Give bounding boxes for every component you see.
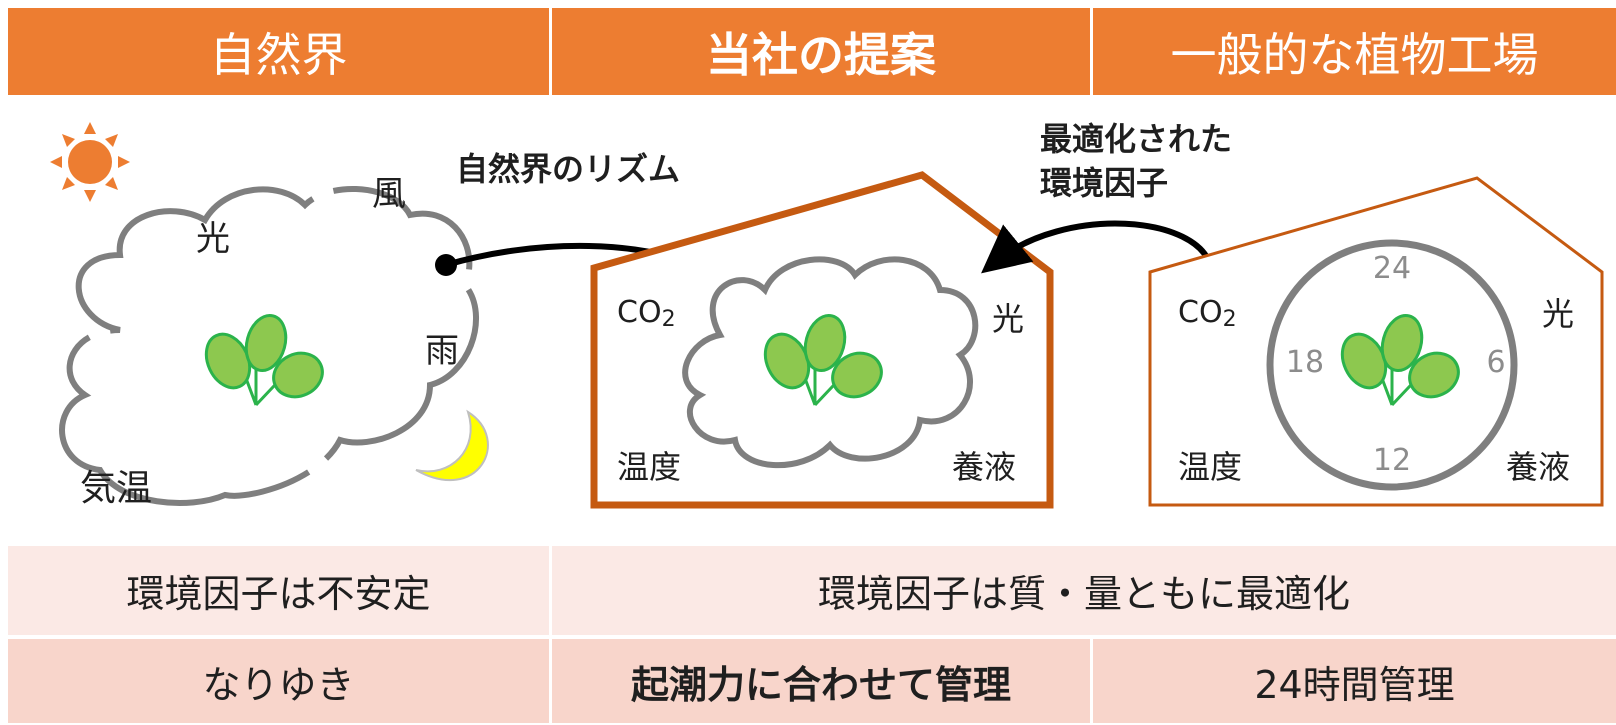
proposal-label-co2: CO2: [617, 295, 676, 332]
nature-rhythm-label: 自然界のリズム: [456, 150, 680, 188]
optimized-factors-arrow: [981, 220, 1214, 274]
factory-label-co2: CO2: [1178, 295, 1237, 332]
proposal-label-temperature: 温度: [617, 448, 681, 486]
sun-icon: [50, 122, 130, 202]
factory-label-light: 光: [1542, 295, 1574, 333]
header-proposal: 当社の提案: [552, 8, 1090, 95]
clock-label-18: 18: [1286, 345, 1324, 380]
nature-label-rain: 雨: [425, 331, 459, 371]
nature-label-temperature: 気温: [80, 468, 152, 509]
clock-label-12: 12: [1373, 443, 1411, 478]
factory-label-temperature: 温度: [1178, 448, 1242, 486]
diagram: 光 風 雨 気温 自然界のリズム CO2 光 温度 養液 最適化された 環境因子…: [50, 120, 1604, 509]
nature-label-wind: 風: [372, 174, 406, 214]
row1-nature: 環境因子は不安定: [8, 546, 549, 635]
proposal-label-light: 光: [992, 300, 1024, 338]
proposal-label-nutrient: 養液: [952, 448, 1016, 486]
header-nature: 自然界: [8, 8, 549, 95]
nature-label-light: 光: [196, 219, 230, 259]
clock-label-6: 6: [1486, 345, 1505, 380]
moon-icon: [415, 409, 489, 482]
row2-proposal: 起潮力に合わせて管理: [552, 639, 1090, 723]
row2-factory: 24時間管理: [1093, 639, 1616, 723]
factory-label-nutrient: 養液: [1506, 448, 1570, 486]
row1-optimized: 環境因子は質・量ともに最適化: [552, 546, 1616, 635]
clock-label-24: 24: [1373, 251, 1411, 286]
row2-nature: なりゆき: [8, 639, 549, 723]
optimized-factors-label-line2: 環境因子: [1040, 164, 1168, 202]
header-plant-factory: 一般的な植物工場: [1093, 8, 1616, 95]
optimized-factors-label-line1: 最適化された: [1040, 120, 1232, 158]
